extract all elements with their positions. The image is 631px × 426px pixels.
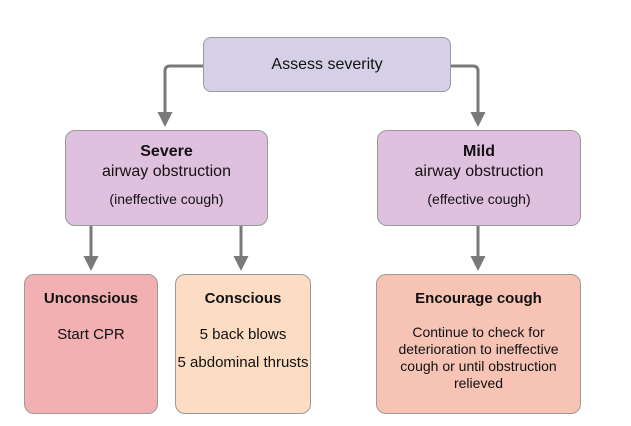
assess-severity-label: Assess severity — [271, 55, 383, 73]
conscious-action-back-blows: 5 back blows — [199, 326, 287, 343]
mild-title: Mild — [463, 143, 495, 160]
severe-title: Severe — [140, 143, 193, 160]
encourage-action: Continue to check for deterioration to i… — [398, 324, 559, 391]
connector-root-to-mild — [451, 64, 486, 127]
severe-obstruction-node: Severe airway obstruction (ineffective c… — [65, 130, 268, 226]
unconscious-action: Start CPR — [57, 326, 125, 343]
unconscious-node: Unconscious Start CPR — [24, 274, 158, 414]
connector-root-to-severe — [157, 64, 203, 127]
conscious-node: Conscious 5 back blows 5 abdominal thrus… — [175, 274, 311, 414]
unconscious-title: Unconscious — [43, 290, 139, 307]
mild-note: (effective cough) — [427, 191, 531, 207]
severe-note: (ineffective cough) — [109, 191, 224, 207]
assess-severity-node: Assess severity — [203, 37, 451, 92]
mild-obstruction-node: Mild airway obstruction (effective cough… — [377, 130, 581, 226]
mild-subtitle: airway obstruction — [414, 163, 544, 180]
conscious-title: Conscious — [204, 290, 282, 307]
conscious-action-abdominal-thrusts: 5 abdominal thrusts — [177, 354, 309, 371]
encourage-title: Encourage cough — [415, 290, 542, 307]
severe-subtitle: airway obstruction — [102, 163, 231, 180]
encourage-cough-node: Encourage cough Continue to check for de… — [376, 274, 581, 414]
